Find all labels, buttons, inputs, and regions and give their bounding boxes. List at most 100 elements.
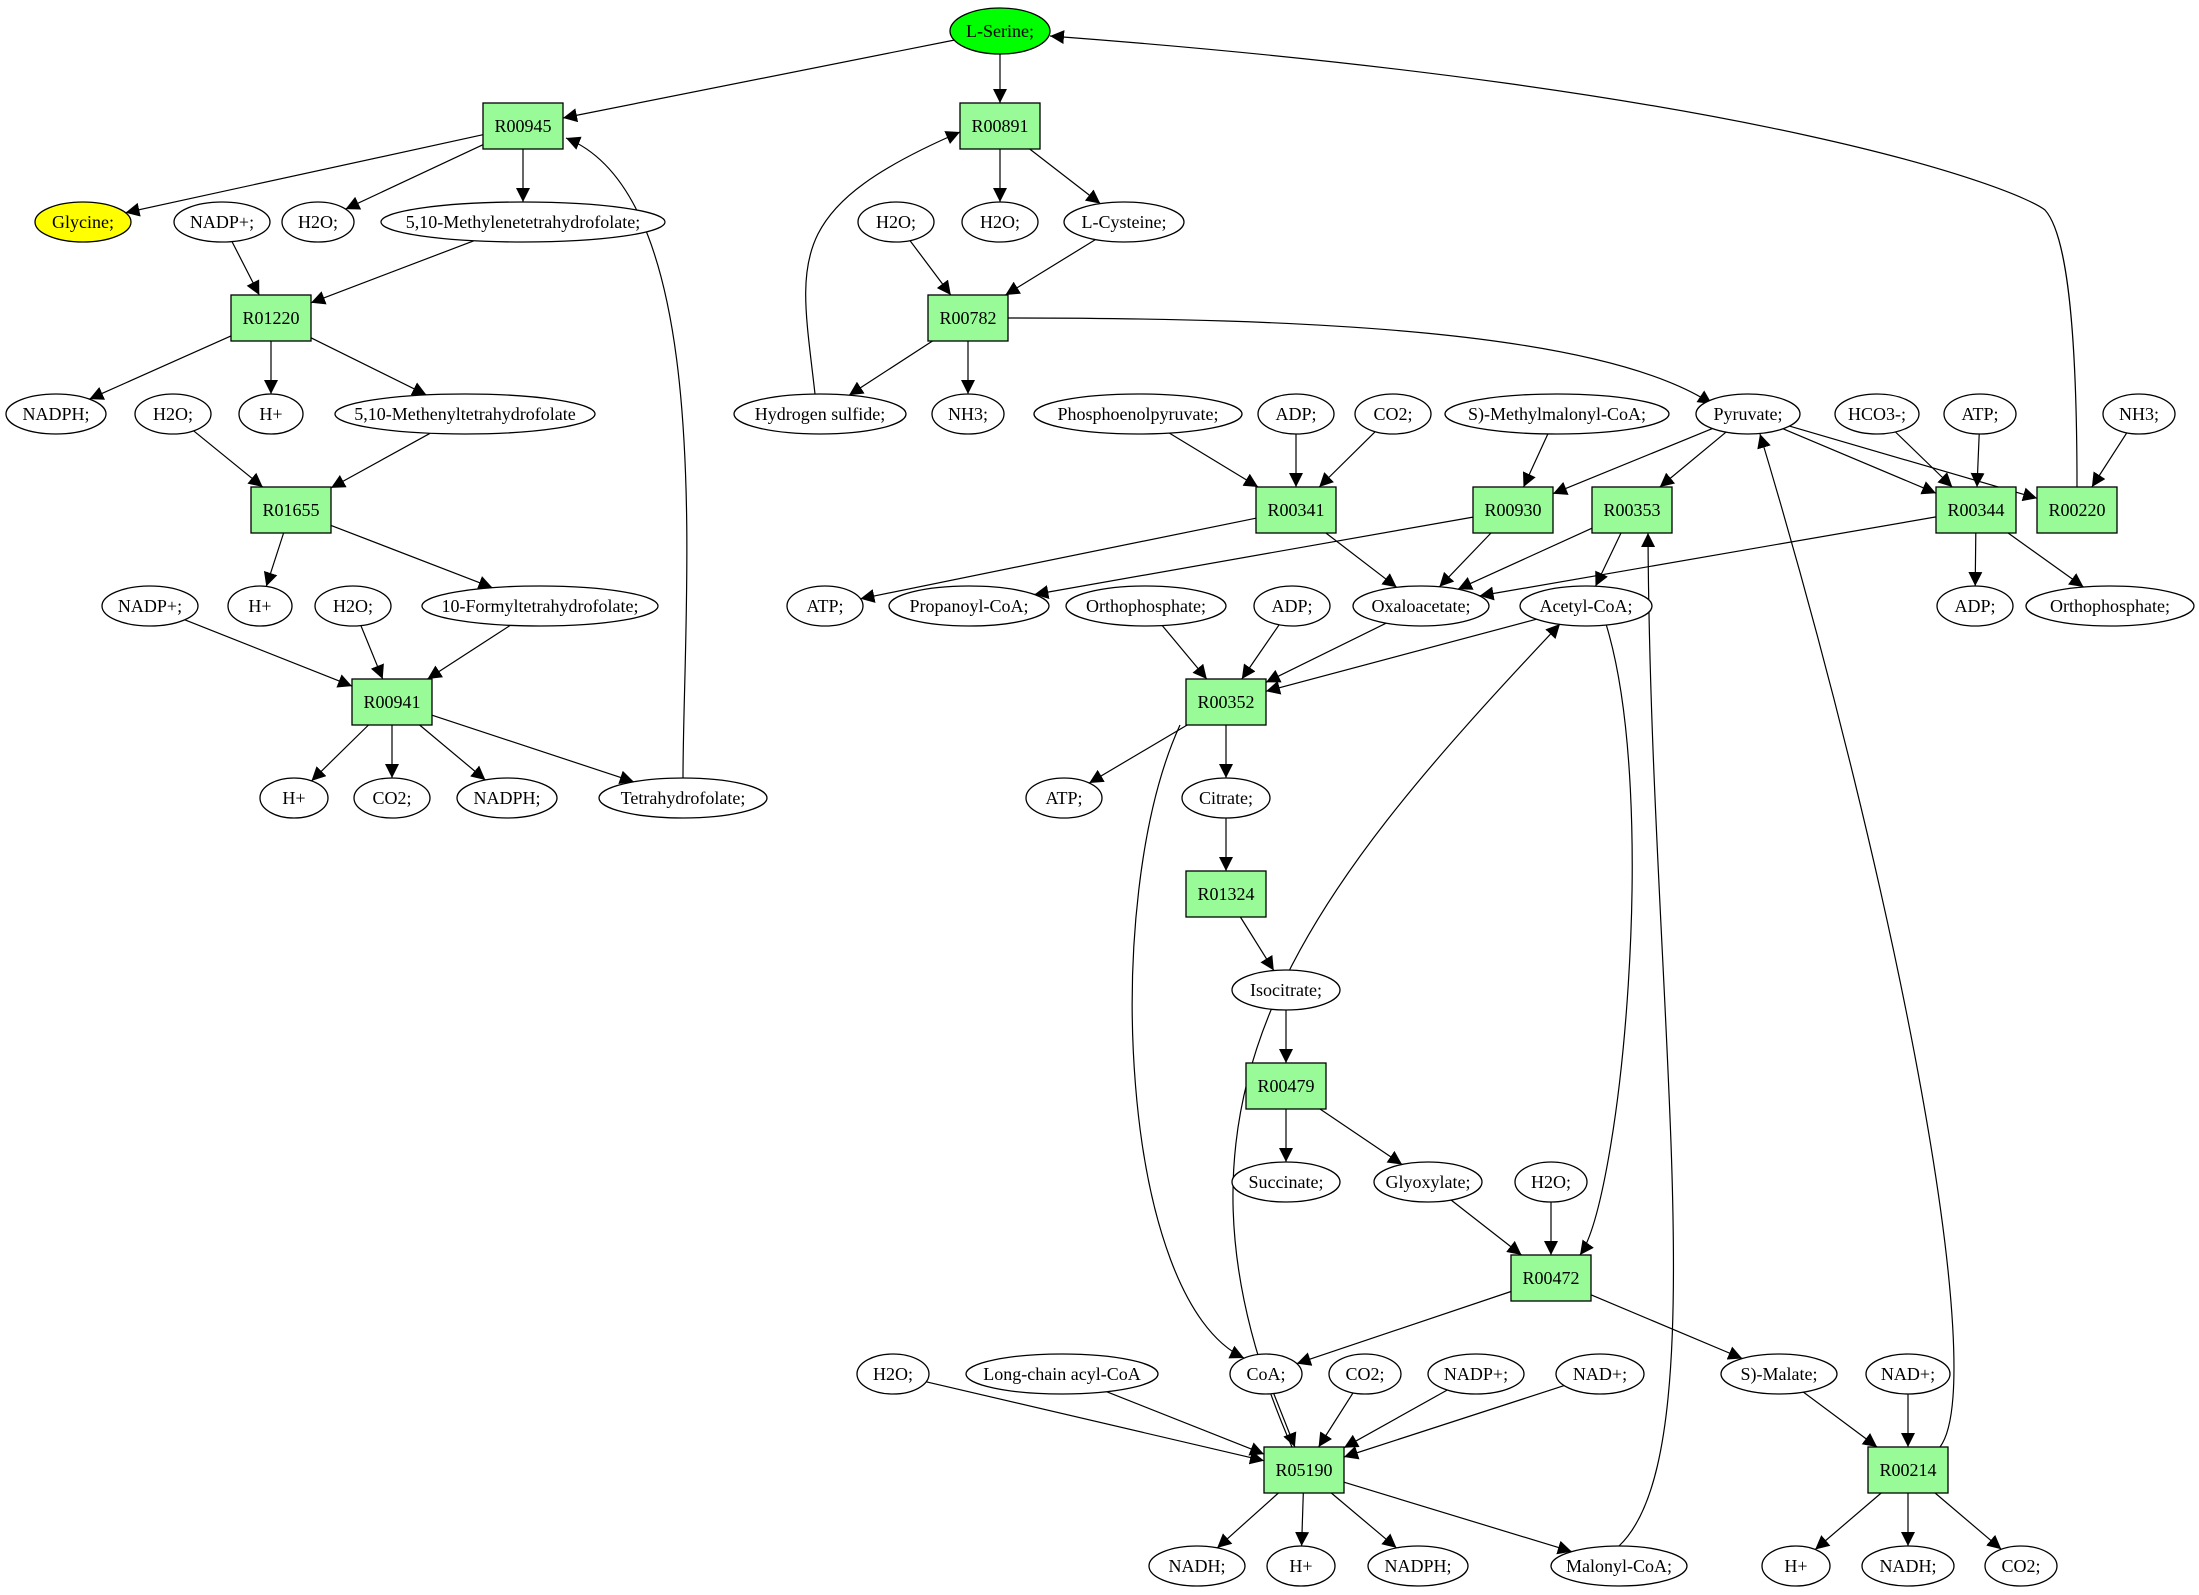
edge-nadpp_3-to-r05190 [1343, 1389, 1448, 1449]
compound-node-nh3_2[interactable]: NH3; [2102, 393, 2176, 435]
compound-ellipse [456, 777, 558, 819]
edge-nadpp_2-to-r00941 [184, 619, 353, 688]
compound-node-hp_1[interactable]: H+ [238, 393, 304, 435]
edge-h2s-to-r00891 [805, 131, 961, 395]
compound-node-nadph_3[interactable]: NADPH; [1367, 1545, 1469, 1587]
compound-node-h2o_5[interactable]: H2O; [314, 585, 392, 627]
reaction-node-r00344[interactable]: R00344 [1935, 486, 2017, 534]
compound-node-propcoa[interactable]: Propanoyl-CoA; [888, 585, 1050, 627]
compound-node-methenyl[interactable]: 5,10-Methenyltetrahydrofolate [334, 393, 596, 435]
compound-node-smm[interactable]: S)-Methylmalonyl-CoA; [1444, 393, 1670, 435]
compound-node-hp_5[interactable]: H+ [1761, 1545, 1831, 1587]
compound-node-coa[interactable]: CoA; [1229, 1353, 1303, 1395]
reaction-node-r01220[interactable]: R01220 [230, 294, 312, 342]
reaction-node-r00782[interactable]: R00782 [927, 294, 1009, 342]
compound-node-nadp_1[interactable]: NAD+; [1555, 1353, 1645, 1395]
compound-node-accoa[interactable]: Acetyl-CoA; [1519, 585, 1653, 627]
compound-node-ortho_2[interactable]: Orthophosphate; [2025, 585, 2195, 627]
compound-node-co2_4[interactable]: CO2; [1984, 1545, 2058, 1587]
compound-ellipse [380, 201, 666, 243]
reaction-node-r05190[interactable]: R05190 [1263, 1446, 1345, 1494]
compound-node-succinate[interactable]: Succinate; [1231, 1161, 1341, 1203]
reaction-node-r00220[interactable]: R00220 [2036, 486, 2118, 534]
compound-node-h2s[interactable]: Hydrogen sulfide; [733, 393, 907, 435]
compound-node-co2_1[interactable]: CO2; [1354, 393, 1432, 435]
compound-node-nadpp_3[interactable]: NADP+; [1427, 1353, 1525, 1395]
node-label: NAD+; [1881, 1364, 1935, 1384]
node-label: H+ [1784, 1556, 1807, 1576]
compound-node-lcacyl[interactable]: Long-chain acyl-CoA [965, 1353, 1159, 1395]
compound-node-h2o_4[interactable]: H2O; [134, 393, 212, 435]
compound-ellipse [1555, 1353, 1645, 1395]
edge-pyruvate-to-r00353 [1659, 431, 1727, 488]
compound-node-nh3_1[interactable]: NH3; [931, 393, 1005, 435]
reaction-node-r01324[interactable]: R01324 [1185, 870, 1267, 918]
compound-node-adp_1[interactable]: ADP; [1257, 393, 1335, 435]
compound-ellipse [1025, 777, 1103, 819]
compound-node-nadpp_2[interactable]: NADP+; [101, 585, 199, 627]
node-label: H2O; [153, 404, 193, 424]
reaction-box [1263, 1446, 1345, 1494]
compound-node-nadph_2[interactable]: NADPH; [456, 777, 558, 819]
compound-node-ortho_1[interactable]: Orthophosphate; [1065, 585, 1227, 627]
compound-node-mthf[interactable]: 5,10-Methylenetetrahydrofolate; [380, 201, 666, 243]
compound-node-malcoa[interactable]: Malonyl-CoA; [1550, 1545, 1688, 1587]
edge-r00941-to-hp_3 [311, 724, 369, 782]
compound-node-atp_3[interactable]: ATP; [1025, 777, 1103, 819]
compound-node-pep[interactable]: Phosphoenolpyruvate; [1033, 393, 1243, 435]
compound-node-nadp_2[interactable]: NAD+; [1865, 1353, 1951, 1395]
node-label: H+ [282, 788, 305, 808]
node-label: ATP; [806, 596, 843, 616]
node-label: H+ [259, 404, 282, 424]
compound-node-thf[interactable]: Tetrahydrofolate; [598, 777, 768, 819]
compound-node-h2o_2[interactable]: H2O; [857, 201, 935, 243]
compound-node-smalate[interactable]: S)-Malate; [1720, 1353, 1838, 1395]
reaction-node-r00891[interactable]: R00891 [959, 102, 1041, 150]
reaction-node-r00930[interactable]: R00930 [1472, 486, 1554, 534]
compound-node-adp_3[interactable]: ADP; [1936, 585, 2014, 627]
compound-node-citrate[interactable]: Citrate; [1181, 777, 1271, 819]
node-label: R00472 [1522, 1268, 1579, 1288]
compound-node-hp_3[interactable]: H+ [259, 777, 329, 819]
compound-node-h2o_6[interactable]: H2O; [1514, 1161, 1588, 1203]
compound-node-atp_2[interactable]: ATP; [786, 585, 864, 627]
compound-node-atp_1[interactable]: ATP; [1943, 393, 2017, 435]
compound-ellipse [1761, 1545, 1831, 1587]
compound-node-isocitrate[interactable]: Isocitrate; [1231, 969, 1341, 1011]
compound-node-hco3[interactable]: HCO3-; [1834, 393, 1920, 435]
compound-node-oaa[interactable]: Oxaloacetate; [1352, 585, 1490, 627]
reaction-node-r00214[interactable]: R00214 [1867, 1446, 1949, 1494]
node-label: ATP; [1961, 404, 1998, 424]
compound-node-co2_2[interactable]: CO2; [353, 777, 431, 819]
reaction-node-r00945[interactable]: R00945 [482, 102, 564, 150]
compound-node-hp_4[interactable]: H+ [1266, 1545, 1336, 1587]
compound-node-nadpp_1[interactable]: NADP+; [173, 201, 271, 243]
compound-node-nadh_1[interactable]: NADH; [1148, 1545, 1246, 1587]
reaction-node-r00472[interactable]: R00472 [1510, 1254, 1592, 1302]
reaction-box [1245, 1062, 1327, 1110]
compound-node-nadh_2[interactable]: NADH; [1861, 1545, 1955, 1587]
edge-nadp_1-to-r05190 [1343, 1385, 1565, 1460]
compound-node-co2_3[interactable]: CO2; [1328, 1353, 1402, 1395]
compound-node-lserine[interactable]: L-Serine; [949, 7, 1051, 55]
compound-node-adp_2[interactable]: ADP; [1253, 585, 1331, 627]
compound-node-glycine[interactable]: Glycine; [34, 201, 132, 243]
compound-ellipse [1354, 393, 1432, 435]
compound-node-h2o_7[interactable]: H2O; [856, 1353, 930, 1395]
reaction-node-r00341[interactable]: R00341 [1255, 486, 1337, 534]
compound-node-h2o_1[interactable]: H2O; [281, 201, 355, 243]
edge-r00214-to-co2_4 [1934, 1492, 2002, 1550]
reaction-node-r00479[interactable]: R00479 [1245, 1062, 1327, 1110]
compound-node-hp_2[interactable]: H+ [227, 585, 293, 627]
compound-node-pyruvate[interactable]: Pyruvate; [1695, 393, 1801, 435]
compound-node-glyoxylate[interactable]: Glyoxylate; [1373, 1161, 1483, 1203]
reaction-node-r00352[interactable]: R00352 [1185, 678, 1267, 726]
node-label: NH3; [948, 404, 988, 424]
reaction-node-r00353[interactable]: R00353 [1591, 486, 1673, 534]
reaction-node-r00941[interactable]: R00941 [351, 678, 433, 726]
reaction-node-r01655[interactable]: R01655 [250, 486, 332, 534]
compound-node-formyl[interactable]: 10-Formyltetrahydrofolate; [421, 585, 659, 627]
compound-node-h2o_3[interactable]: H2O; [961, 201, 1039, 243]
compound-node-lcys[interactable]: L-Cysteine; [1063, 201, 1185, 243]
compound-node-nadph_1[interactable]: NADPH; [5, 393, 107, 435]
